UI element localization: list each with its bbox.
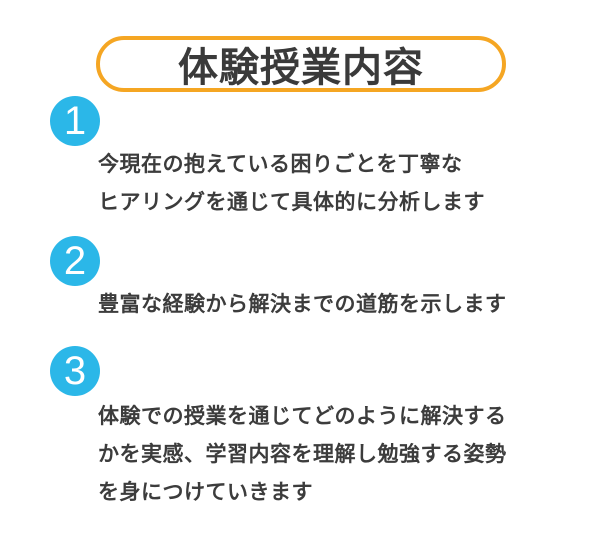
step-number-badge-1: 1 [50,96,100,146]
step-3-line-1: 体験での授業を通じてどのように解決する [98,404,507,428]
step-3-line-2: かを実感、学習内容を理解し勉強する姿勢 [98,442,507,466]
title-banner: 体験授業内容 [96,36,506,92]
step-number-badge-3: 3 [50,346,100,396]
step-2-line-1: 豊富な経験から解決までの道筋を示します [98,292,507,316]
page-title: 体験授業内容 [178,45,424,91]
step-number-badge-2: 2 [50,236,100,286]
step-3-line-3: を身につけていきます [98,480,313,504]
step-1-line-2: ヒアリングを通じて具体的に分析します [98,190,485,214]
step-1-line-1: 今現在の抱えている困りごとを丁寧な [98,152,463,176]
